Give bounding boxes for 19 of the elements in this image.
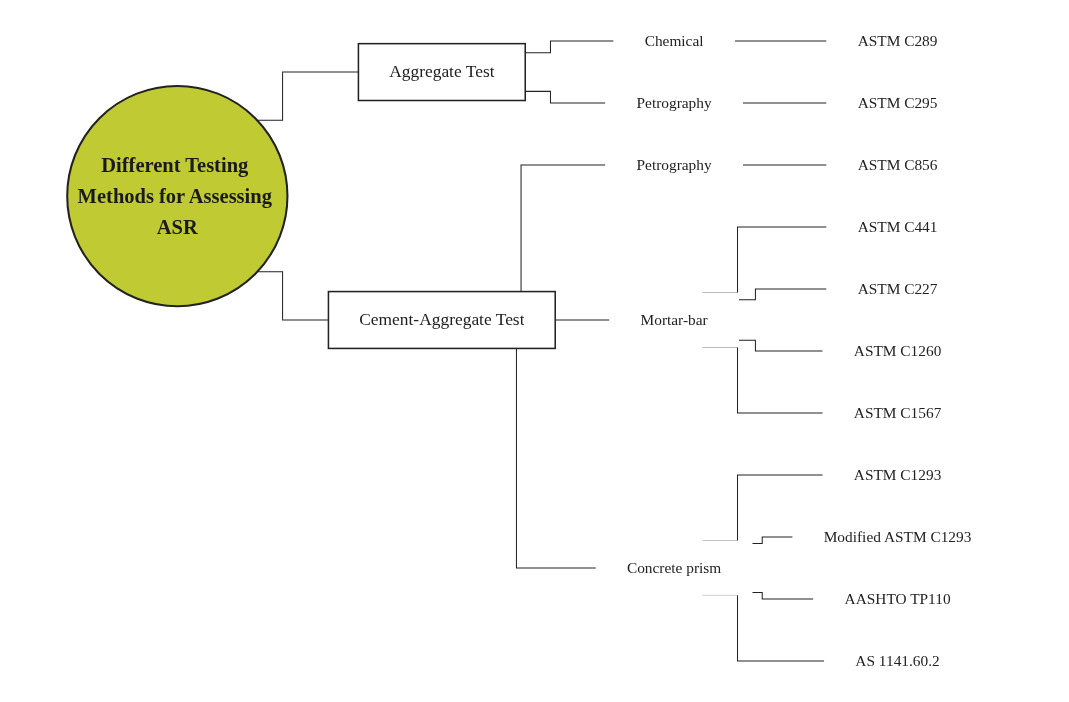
node-text: ASTM C441 [857, 218, 938, 235]
node-text: Modified ASTM C1293 [823, 528, 972, 545]
node-text: AASHTO TP110 [844, 590, 951, 607]
node-text: ASTM C856 [857, 156, 938, 173]
node-text: ASTM C1293 [853, 466, 942, 483]
node-text: Petrography [636, 94, 712, 112]
node-text: ASTM C295 [857, 94, 938, 112]
connector [256, 271, 329, 321]
node-text: Chemical [644, 32, 704, 50]
node-text: ASTM C227 [857, 280, 938, 297]
connector [256, 71, 359, 121]
node-text: ASTM C289 [857, 32, 938, 50]
node-text: ASTM C1567 [853, 404, 942, 421]
node-text: Petrography [636, 156, 712, 173]
node-box: Aggregate Test [357, 42, 526, 102]
node-circle: Different Testing Methods for Assessing ASR [66, 84, 289, 308]
node-text: ASTM C1260 [853, 342, 942, 359]
node-text: AS 1141.60.2 [855, 652, 940, 669]
node-box: Cement-Aggregate Test [327, 290, 556, 350]
